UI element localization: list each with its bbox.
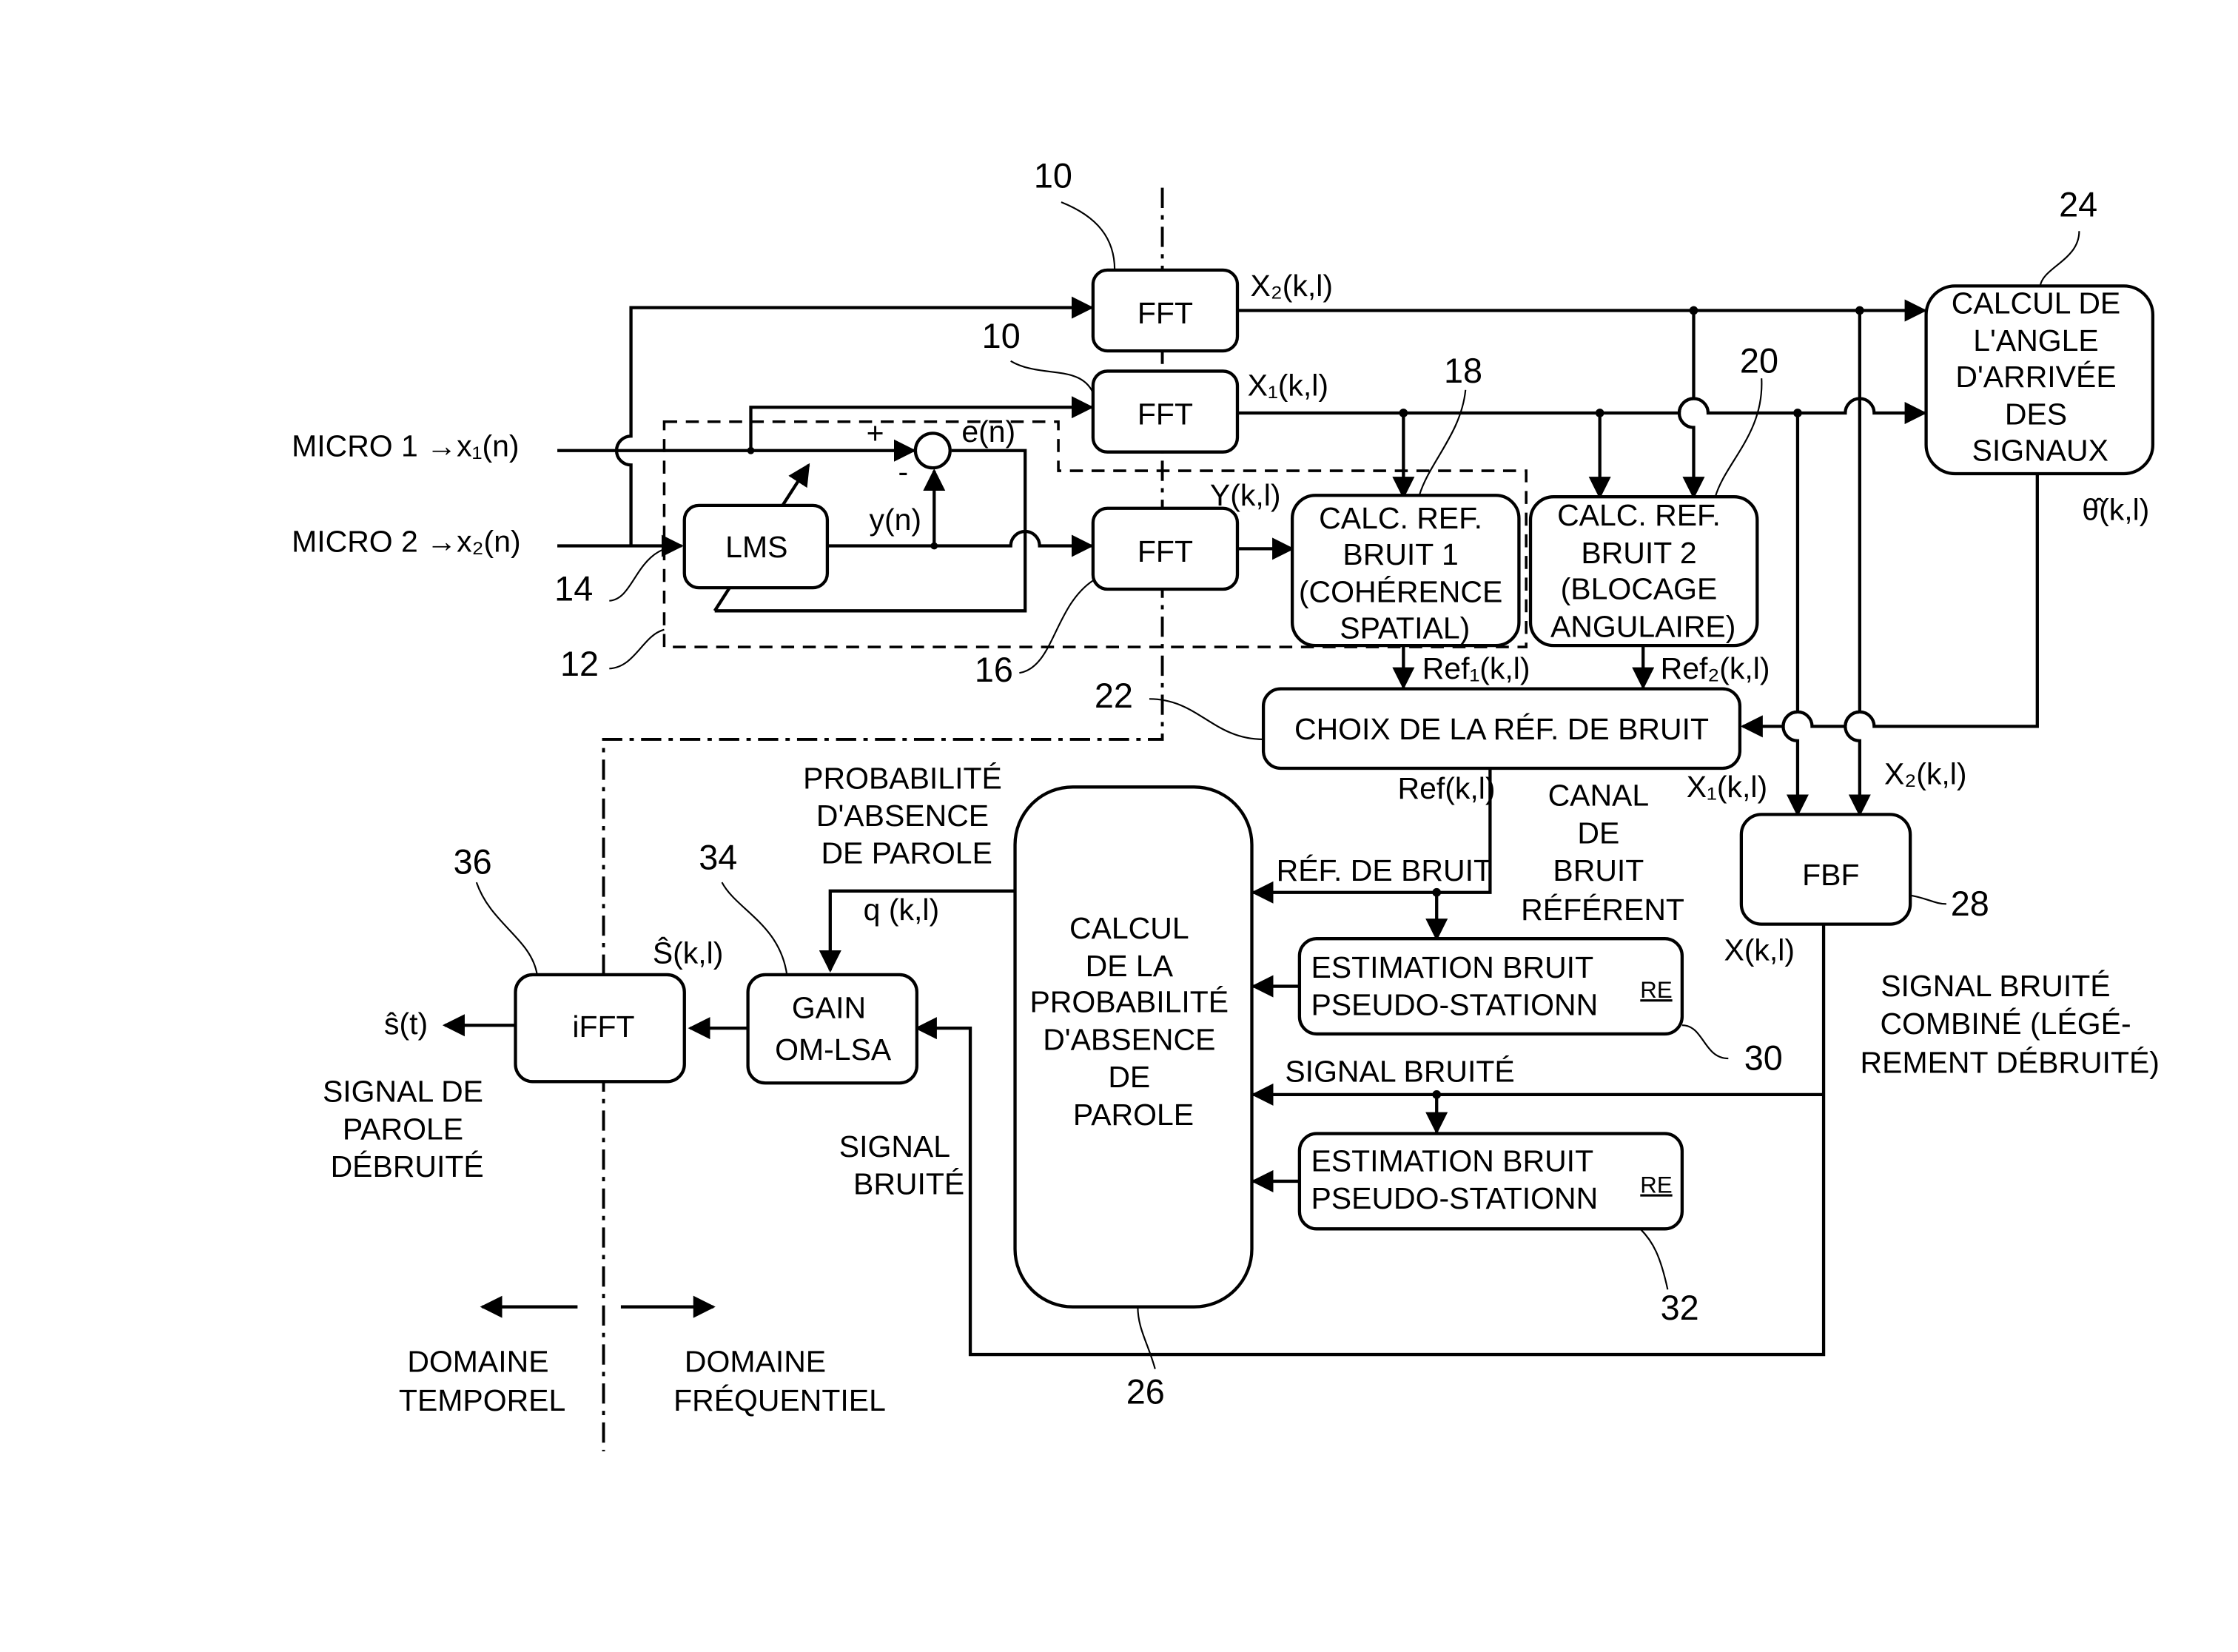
- block-angle-calc[interactable]: CALCUL DE L'ANGLE D'ARRIVÉE DES SIGNAUX: [1924, 284, 2155, 476]
- ref-num-10a: 10: [1034, 157, 1072, 195]
- x1-kl-fbf-label: X₁(k,l): [1687, 770, 1767, 804]
- q-kl-label: q (k,l): [864, 893, 939, 927]
- calc-ref-2-label: CALC. REF. BRUIT 2 (BLOCAGE ANGULAIRE): [1550, 498, 1735, 643]
- e-n-label: e(n): [961, 414, 1015, 449]
- y-n-label: y(n): [869, 503, 921, 537]
- ref-num-20: 20: [1740, 341, 1778, 380]
- y-kl-label: Y(k,l): [1210, 478, 1281, 512]
- micro2-label: MICRO 2 →x₂(n): [292, 524, 521, 558]
- calc-ref-1-label: CALC. REF. BRUIT 1 (COHÉRENCE SPATIAL): [1299, 501, 1511, 645]
- output-signal-label: SIGNAL DE PAROLE DÉBRUITÉ: [323, 1075, 491, 1183]
- block-fft-x1[interactable]: FFT: [1091, 369, 1240, 454]
- signal-bruite-left-label: SIGNAL BRUITÉ: [839, 1129, 964, 1201]
- ref-num-10b: 10: [982, 317, 1021, 355]
- domain-separator: [602, 187, 1164, 1451]
- ref-kl-label: Ref(k,l): [1398, 771, 1496, 805]
- ref-bruit-label: RÉF. DE BRUIT: [1277, 853, 1492, 887]
- angle-calc-label: CALCUL DE L'ANGLE D'ARRIVÉE DES SIGNAUX: [1952, 286, 2129, 467]
- theta-label: θ̂(k,l): [2082, 492, 2149, 526]
- ref-num-30: 30: [1744, 1039, 1783, 1078]
- ref-num-32: 32: [1661, 1289, 1699, 1327]
- speech-absence-prob-label: CALCUL DE LA PROBABILITÉ D'ABSENCE DE PA…: [1029, 911, 1237, 1132]
- block-lms[interactable]: LMS: [682, 503, 830, 590]
- ref-num-18: 18: [1444, 352, 1482, 390]
- noise-est-1-suffix: RE: [1640, 977, 1672, 1003]
- junction-dots: [747, 306, 1864, 1099]
- x2-kl-label: X₂(k,l): [1251, 269, 1333, 303]
- ref-num-26: 26: [1126, 1372, 1165, 1411]
- noise-est-2-label: ESTIMATION BRUIT PSEUDO-STATIONN: [1311, 1144, 1602, 1215]
- block-calc-ref-2[interactable]: CALC. REF. BRUIT 2 (BLOCAGE ANGULAIRE): [1528, 495, 1759, 648]
- block-noise-ref-choice[interactable]: CHOIX DE LA RÉF. DE BRUIT: [1261, 687, 1742, 770]
- fft-y-label: FFT: [1138, 534, 1193, 568]
- ref-num-12: 12: [560, 645, 599, 683]
- ref-num-34: 34: [699, 839, 737, 877]
- ref1-label: Ref₁(k,l): [1422, 651, 1530, 685]
- ifft-label: iFFT: [572, 1010, 634, 1044]
- fft-x1-label: FFT: [1138, 397, 1193, 432]
- lms-label: LMS: [725, 530, 787, 564]
- block-noise-est-1[interactable]: ESTIMATION BRUIT PSEUDO-STATIONN RE: [1297, 937, 1684, 1036]
- canal-label: CANAL DE BRUIT RÉFÉRENT: [1521, 779, 1684, 927]
- block-fbf[interactable]: FBF: [1739, 813, 1912, 926]
- noise-ref-choice-label: CHOIX DE LA RÉF. DE BRUIT: [1294, 712, 1709, 746]
- fbf-label: FBF: [1802, 858, 1859, 892]
- block-fft-y[interactable]: FFT: [1091, 506, 1240, 591]
- x-kl-label: X(k,l): [1724, 933, 1795, 967]
- ref-num-16: 16: [975, 651, 1013, 689]
- x2-kl-fbf-label: X₂(k,l): [1884, 756, 1966, 790]
- reference-leaders: [475, 201, 2080, 1369]
- prob-absence-label: PROBABILITÉ D'ABSENCE DE PAROLE: [803, 761, 1010, 870]
- domain-time-label: DOMAINE TEMPOREL: [399, 1344, 565, 1417]
- fft-x2-label: FFT: [1138, 296, 1193, 330]
- summing-node: [913, 432, 952, 470]
- block-speech-absence-prob[interactable]: CALCUL DE LA PROBABILITÉ D'ABSENCE DE PA…: [1013, 785, 1254, 1309]
- ref-num-24: 24: [2059, 186, 2097, 224]
- s-hat-t-label: ŝ(t): [384, 1007, 428, 1041]
- noise-est-1-label: ESTIMATION BRUIT PSEUDO-STATIONN: [1311, 950, 1602, 1022]
- block-gain[interactable]: GAIN OM-LSA: [746, 973, 919, 1085]
- x1-kl-label: X₁(k,l): [1248, 369, 1328, 403]
- micro1-label: MICRO 1 →x₁(n): [292, 429, 519, 463]
- gain-label: GAIN OM-LSA: [775, 990, 892, 1067]
- minus-sign: -: [898, 455, 909, 489]
- block-fft-x2[interactable]: FFT: [1091, 268, 1240, 353]
- block-calc-ref-1[interactable]: CALC. REF. BRUIT 1 (COHÉRENCE SPATIAL): [1290, 494, 1521, 648]
- ref-num-28: 28: [1951, 884, 1989, 923]
- block-noise-est-2[interactable]: ESTIMATION BRUIT PSEUDO-STATIONN RE: [1297, 1132, 1684, 1231]
- ref2-label: Ref₂(k,l): [1661, 651, 1770, 685]
- adaptive-filter-group-outline: [662, 420, 1528, 648]
- ref-num-36: 36: [454, 842, 492, 881]
- plus-sign: +: [867, 416, 884, 450]
- ref-num-14: 14: [554, 570, 593, 608]
- domain-freq-label: DOMAINE FRÉQUENTIEL: [673, 1344, 886, 1417]
- s-hat-kl-label: Ŝ(k,l): [653, 936, 724, 970]
- noise-est-2-suffix: RE: [1640, 1172, 1672, 1198]
- signal-combine-label: SIGNAL BRUITÉ COMBINÉ (LÉGÉ- REMENT DÉBR…: [1861, 969, 2160, 1079]
- block-ifft[interactable]: iFFT: [514, 973, 686, 1084]
- signal-bruite-label: SIGNAL BRUITÉ: [1285, 1054, 1514, 1088]
- ref-num-22: 22: [1095, 676, 1133, 715]
- wires: [442, 296, 2039, 1357]
